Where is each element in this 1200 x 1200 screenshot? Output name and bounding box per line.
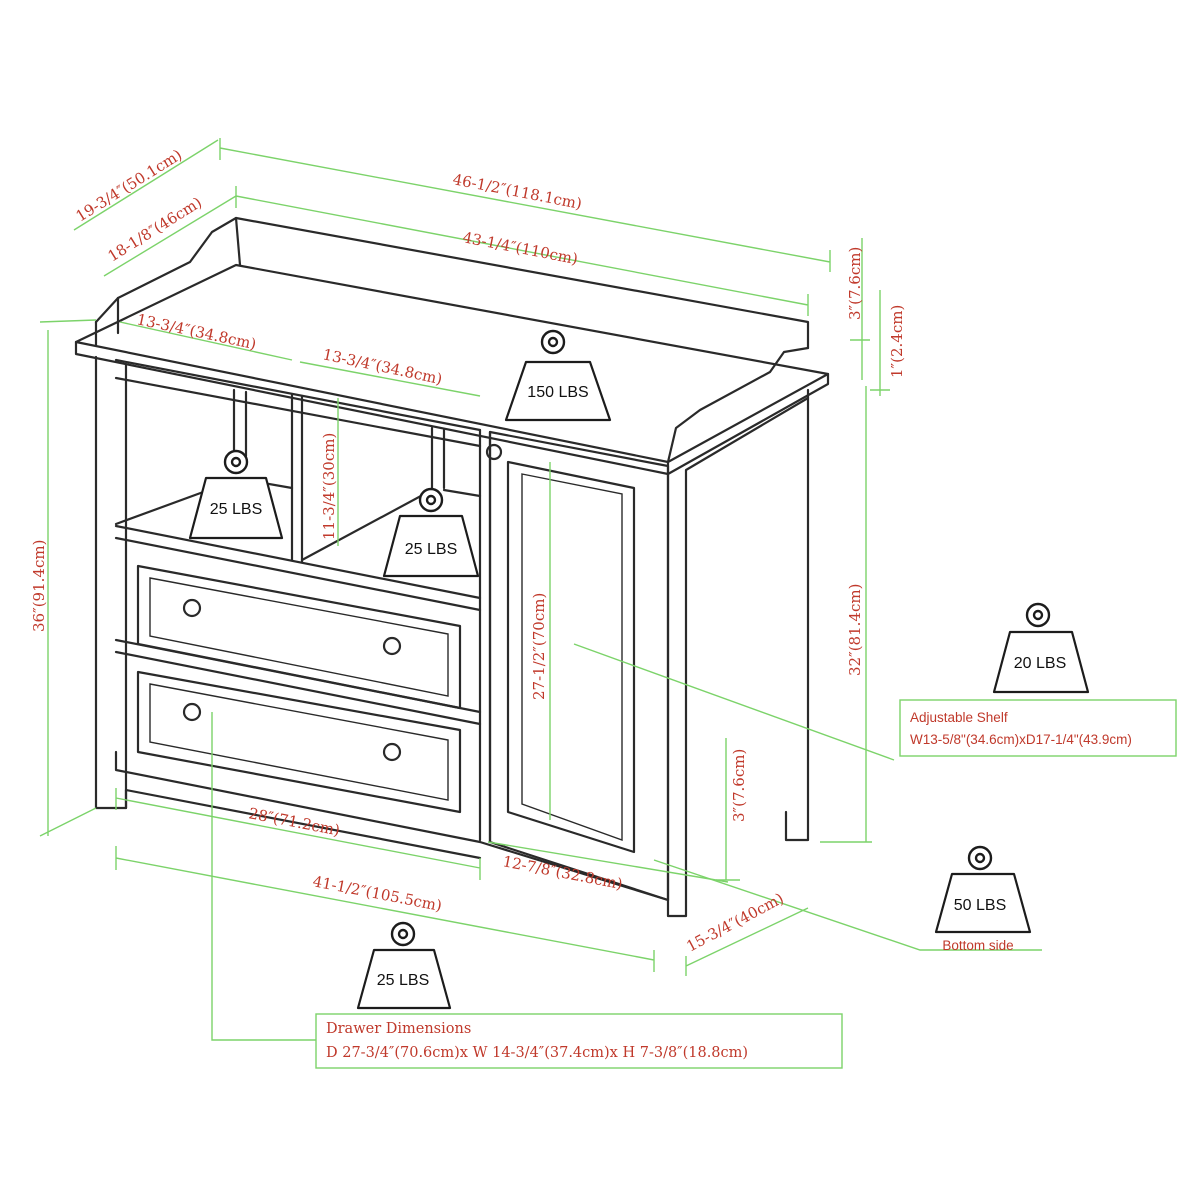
adjustable-shelf-note: Adjustable Shelf W13-5/8"(34.6cm)xD17-1/…	[899, 699, 1177, 757]
base-width-label: 41-1/2″(105.5cm)	[311, 872, 443, 915]
inner-depth-label: 18-1/8″(46cm)	[105, 193, 206, 265]
weight-top-label: 150 LBS	[527, 384, 588, 401]
drawer-dimensions-note: Drawer Dimensions D 27-3/4″(70.6cm)x W 1…	[315, 1013, 843, 1069]
base-depth-label: 15-3/4″(40cm)	[683, 889, 786, 955]
weight-icon-bottom: 50 LBS Bottom side	[934, 845, 1032, 953]
rail-height-label: 3″(7.6cm)	[846, 247, 864, 320]
bottom-side-label: Bottom side	[942, 938, 1013, 953]
dimension-lines	[39, 138, 1042, 1041]
weight-cubby-right-label: 25 LBS	[405, 541, 457, 558]
weight-icon-shelf: 20 LBS	[992, 602, 1090, 694]
drawer-section-width-label: 28″(71.2cm)	[247, 804, 341, 839]
cubby-width-left-label: 13-3/4″(34.8cm)	[135, 310, 258, 353]
adjustable-shelf-size: W13-5/8"(34.6cm)xD17-1/4"(43.9cm)	[910, 732, 1132, 747]
weight-shelf-label: 20 LBS	[1014, 655, 1066, 672]
overall-height-label: 36″(91.4cm)	[30, 540, 48, 632]
cubby-width-right-label: 13-3/4″(34.8cm)	[321, 345, 444, 388]
weight-icon-drawer: 25 LBS	[356, 921, 452, 1010]
weight-drawer-label: 25 LBS	[377, 972, 429, 989]
weight-icon-top: 150 LBS	[504, 329, 612, 422]
drawer-dimensions-title: Drawer Dimensions	[326, 1021, 471, 1037]
weight-cubby-left-label: 25 LBS	[210, 501, 262, 518]
drawer-dimensions-size: D 27-3/4″(70.6cm)x W 14-3/4″(37.4cm)x H …	[326, 1045, 748, 1061]
overall-width-label: 46-1/2″(118.1cm)	[451, 170, 583, 213]
door-height-label: 27-1/2″(70cm)	[530, 593, 548, 700]
adjustable-shelf-title: Adjustable Shelf	[910, 710, 1008, 725]
weight-icon-cubby-right: 25 LBS	[382, 487, 480, 578]
cubby-height-label: 11-3/4″(30cm)	[320, 433, 338, 540]
weight-icon-cubby-left: 25 LBS	[188, 449, 284, 540]
leg-height-label: 3″(7.6cm)	[730, 749, 748, 822]
cabinet-outline	[74, 216, 830, 918]
weight-bottom-label: 50 LBS	[954, 897, 1006, 914]
door-width-label: 12-7/8″(32.8cm)	[501, 852, 624, 893]
body-height-label: 32″(81.4cm)	[846, 584, 864, 676]
top-thickness-label: 1″(2.4cm)	[888, 305, 906, 378]
